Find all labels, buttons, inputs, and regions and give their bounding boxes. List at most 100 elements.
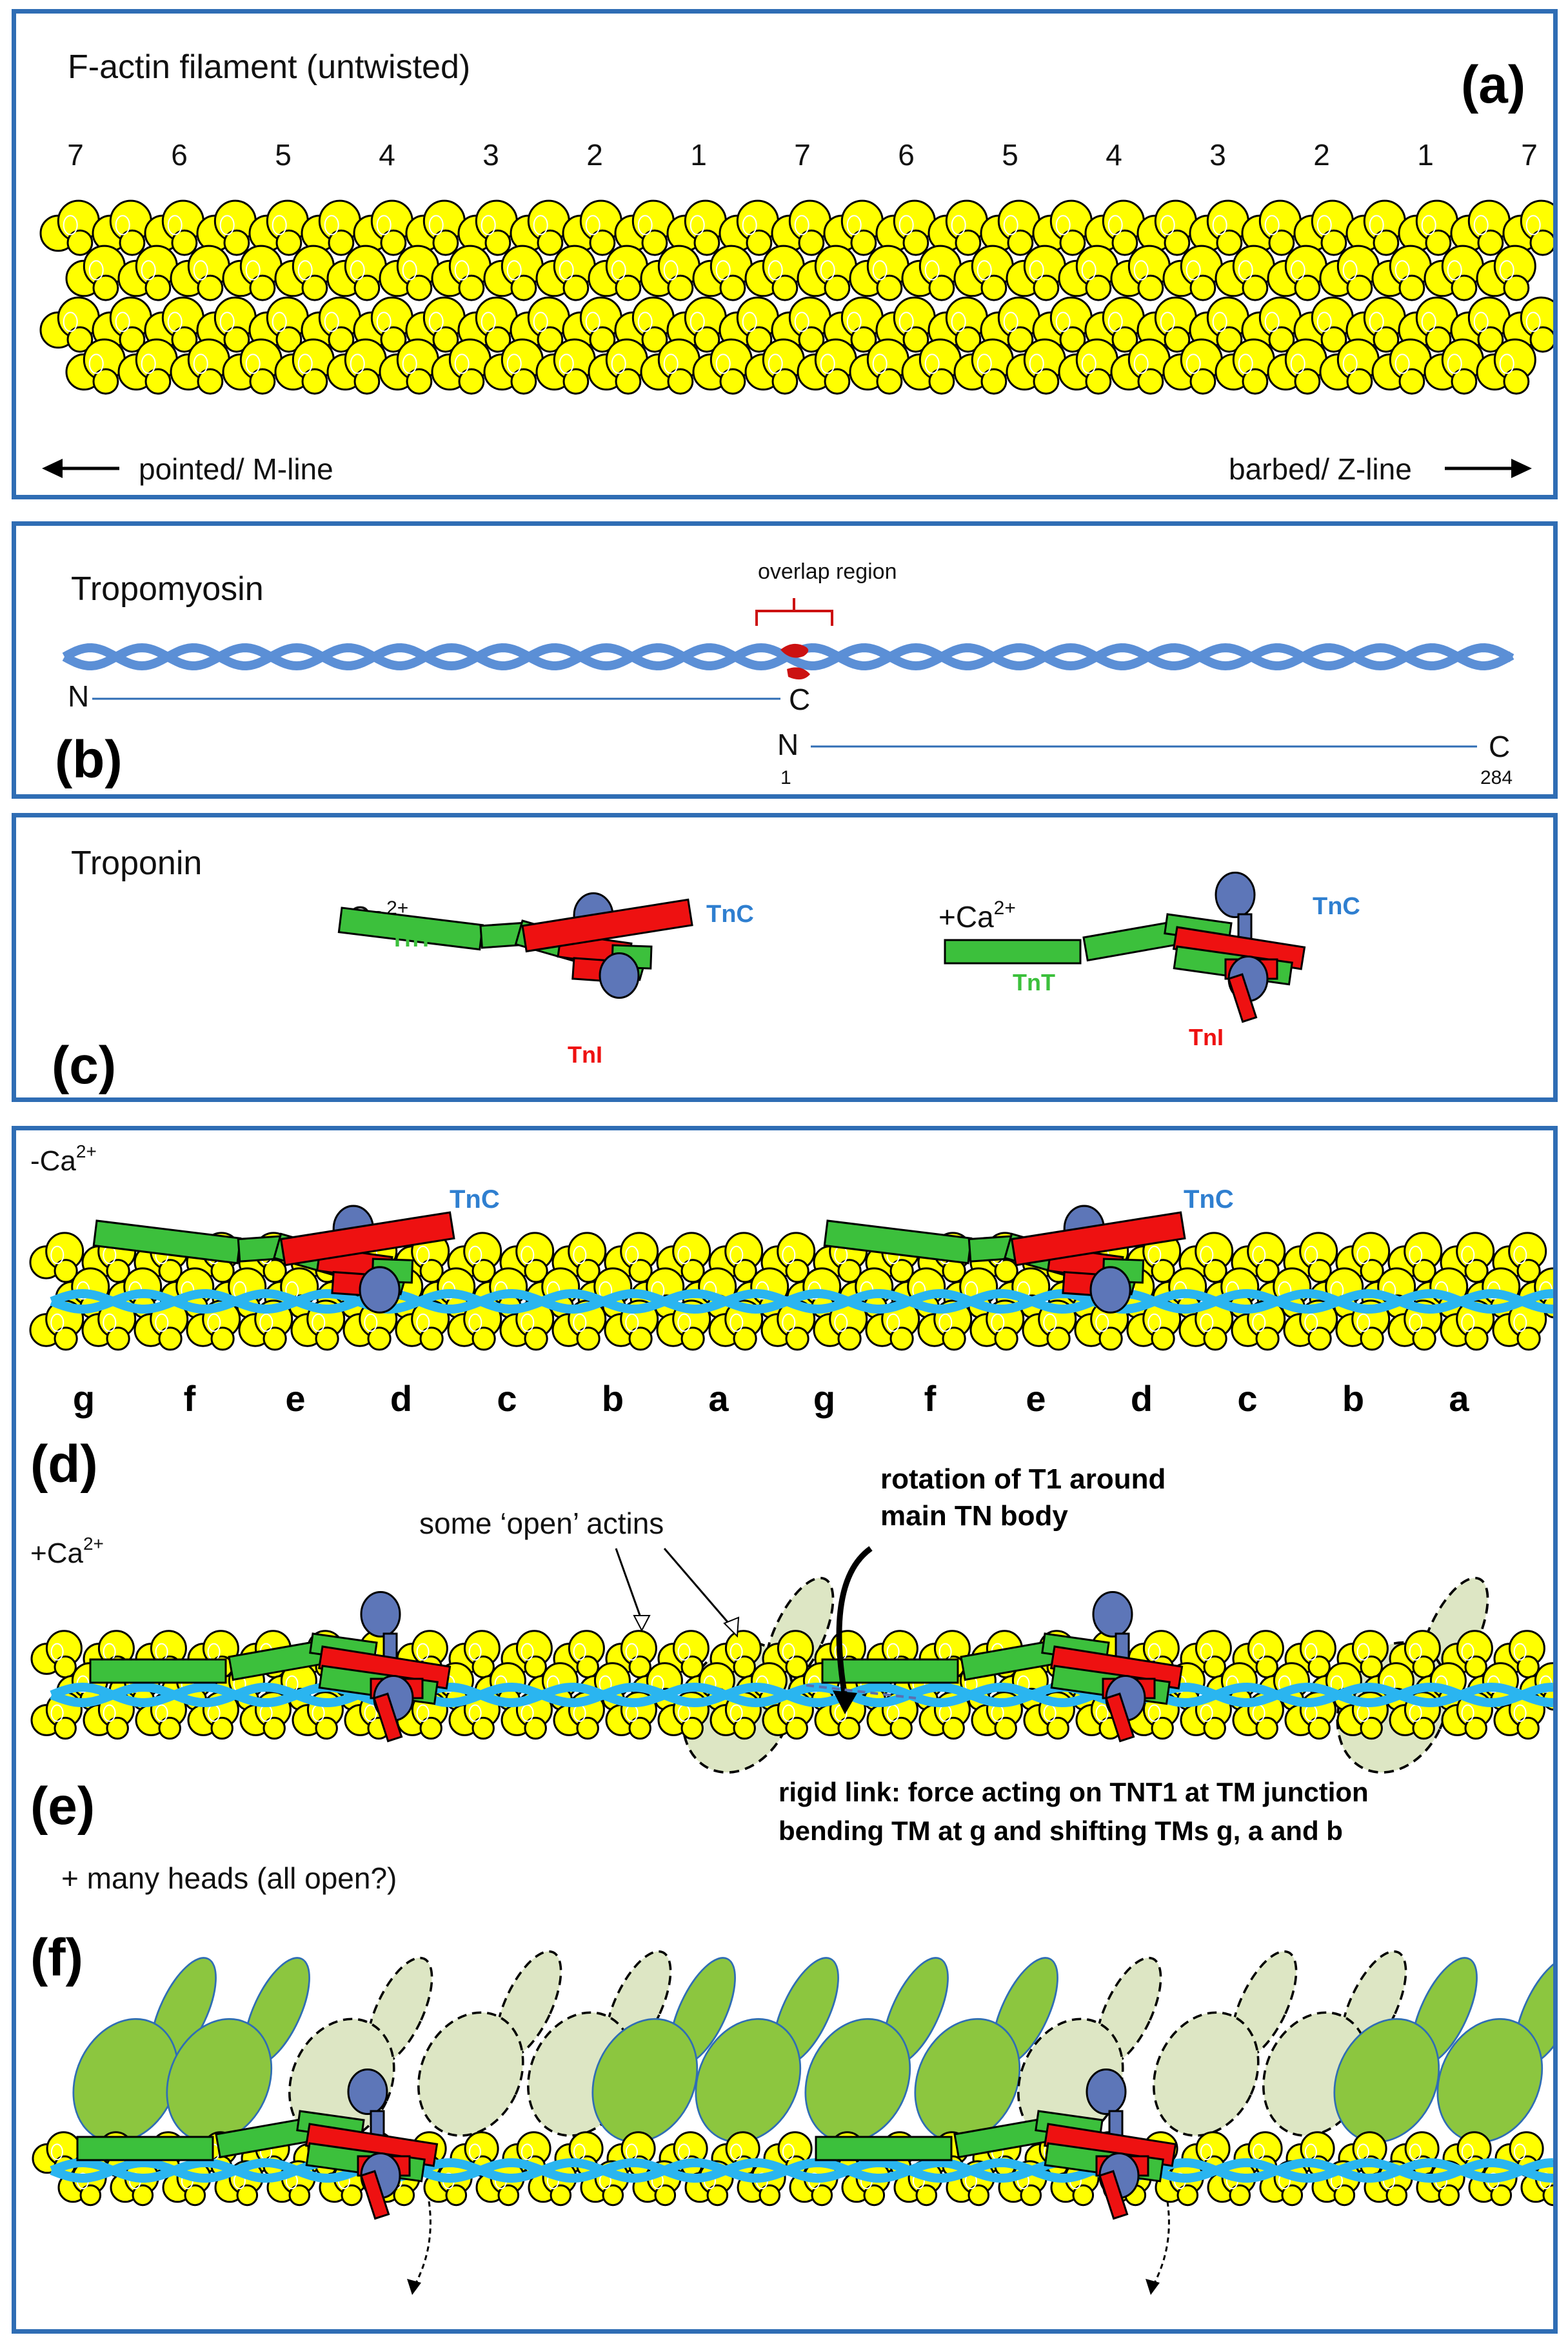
f-myosin-head-8 <box>914 1957 1058 2143</box>
a-actin-subunit-55 <box>1424 245 1484 301</box>
troponin-minus-ca <box>337 892 693 999</box>
a-actin-subunit-23 <box>1241 199 1302 256</box>
d-actin-subunit-83 <box>1335 1299 1391 1351</box>
actin-number-label: 7 <box>794 138 811 172</box>
rotation-arrowhead-icon <box>833 1690 857 1714</box>
rotation-label-1: rotation of T1 around <box>880 1463 1166 1495</box>
tnt-label-minus: TnT <box>390 925 433 952</box>
overlap-bracket <box>755 598 833 626</box>
a-actin-subunit-39 <box>588 245 648 301</box>
actin-number-label: 7 <box>67 138 84 172</box>
tnt-segment-1 <box>815 2136 953 2161</box>
e-actin-subunit-58 <box>30 1691 83 1740</box>
a-actin-subunit-6 <box>353 199 413 256</box>
pointed-m-line-label: pointed/ M-line <box>139 452 333 486</box>
plus-ca-label: +Ca2+ <box>938 897 1016 934</box>
a-actin-subunit-18 <box>980 199 1040 256</box>
a-actin-subunit-11 <box>614 199 675 256</box>
t1-original-position <box>806 1684 917 1699</box>
e-tm-strand-2 <box>50 1682 1553 1708</box>
tnc-label-minus: TnC <box>706 901 754 928</box>
d-actin-letter: f <box>184 1378 196 1419</box>
a-actin-subunit-103 <box>953 338 1014 395</box>
troponin-complex-plus <box>815 2069 1177 2220</box>
tnc-lower-lobe <box>1089 1266 1131 1314</box>
a-actin-subunit-10 <box>562 199 622 256</box>
a-actin-subunit-25 <box>1345 199 1406 256</box>
a-actin-subunit-47 <box>1006 245 1066 301</box>
tni-inhibitory <box>1098 2170 1129 2220</box>
a-actin-subunit-82 <box>1345 296 1406 353</box>
a-actin-subunit-93 <box>431 338 491 395</box>
tni-main-helix <box>279 1211 455 1267</box>
a-actin-subunit-104 <box>1006 338 1066 395</box>
a-actin-subunit-31 <box>170 245 230 301</box>
force-arrow-1 <box>413 2201 432 2286</box>
a-actin-subunit-4 <box>248 199 309 256</box>
tni-main-helix <box>1010 1211 1186 1267</box>
tm1-n-terminus: N <box>68 679 89 713</box>
a-actin-subunit-1 <box>92 199 152 256</box>
b-tm-strand-2 <box>62 643 1514 671</box>
a-actin-subunit-44 <box>849 245 909 301</box>
panel-a-title: F-actin filament (untwisted) <box>68 48 470 86</box>
troponin-complex-plus <box>821 1591 1184 1743</box>
rigid-link-label-2: bending TM at g and shifting TMs g, a an… <box>779 1816 1343 1846</box>
a-actin-subunit-65 <box>457 296 518 353</box>
a-actin-subunit-90 <box>274 338 335 395</box>
a-actin-subunit-106 <box>1110 338 1171 395</box>
tm2-c-terminus: C <box>1489 730 1510 763</box>
actin-number-label: 2 <box>1313 138 1330 172</box>
force-arrowhead-2-icon <box>1146 2279 1160 2295</box>
d-actin-subunit-14 <box>760 1232 816 1283</box>
a-actin-subunit-2 <box>144 199 204 256</box>
a-actin-subunit-42 <box>744 245 805 301</box>
rotation-arrow <box>836 1546 873 1698</box>
d-actin-letter: b <box>602 1378 624 1419</box>
actin-number-label: 5 <box>1002 138 1018 172</box>
f-myosin-head-6 <box>695 1957 839 2143</box>
a-actin-subunit-63 <box>353 296 413 353</box>
a-actin-subunit-20 <box>1084 199 1145 256</box>
a-actin-subunit-95 <box>535 338 596 395</box>
panel-b-label: (b) <box>55 730 123 789</box>
panel-b-tropomyosin: Tropomyosin overlap region N C N C 1 284… <box>12 521 1558 799</box>
residue-end: 284 <box>1480 767 1513 788</box>
a-actin-subunit-46 <box>953 245 1014 301</box>
troponin-complex-minus <box>92 1205 455 1314</box>
tni-main-helix <box>521 898 693 953</box>
d-actin-letter: e <box>285 1378 305 1419</box>
a-actin-subunit-81 <box>1293 296 1354 353</box>
a-actin-subunit-99 <box>744 338 805 395</box>
a-actin-subunit-50 <box>1162 245 1223 301</box>
a-actin-subunit-98 <box>692 338 753 395</box>
e-actin-subunit-63 <box>292 1691 344 1740</box>
d-actin-subunit-26 <box>1387 1232 1443 1283</box>
a-actin-subunit-30 <box>117 245 178 301</box>
tnc-lower-lobe <box>359 1266 401 1314</box>
a-actin-subunit-40 <box>640 245 700 301</box>
d-actin-letter: f <box>924 1378 937 1419</box>
a-actin-subunit-105 <box>1058 338 1118 395</box>
e-actin-subunit-22 <box>1180 1630 1232 1679</box>
a-actin-subunit-51 <box>1215 245 1275 301</box>
d-actin-letter: g <box>73 1378 95 1419</box>
troponin-complex-plus <box>76 2069 439 2220</box>
a-actin-subunit-0 <box>39 199 100 256</box>
d-tnc-label-1: TnC <box>450 1185 500 1214</box>
a-actin-subunit-92 <box>379 338 439 395</box>
e-plus-ca-label: +Ca2+ <box>30 1534 104 1569</box>
f-myosin-head-5 <box>591 1957 736 2143</box>
a-actin-subunit-28 <box>1502 199 1553 256</box>
rotation-label-2: main TN body <box>880 1500 1068 1532</box>
rigid-link-label-1: rigid link: force acting on TNT1 at TM j… <box>779 1777 1369 1807</box>
e-actin-subunit-27 <box>1441 1630 1493 1679</box>
troponin-complex-plus <box>944 872 1306 1023</box>
overlap-region-mark <box>780 643 810 680</box>
a-actin-subunit-3 <box>196 199 257 256</box>
a-actin-subunit-72 <box>823 296 884 353</box>
f-tropomyosin <box>50 2158 1553 2183</box>
a-actin-subunit-15 <box>823 199 884 256</box>
a-actin-subunit-89 <box>222 338 283 395</box>
